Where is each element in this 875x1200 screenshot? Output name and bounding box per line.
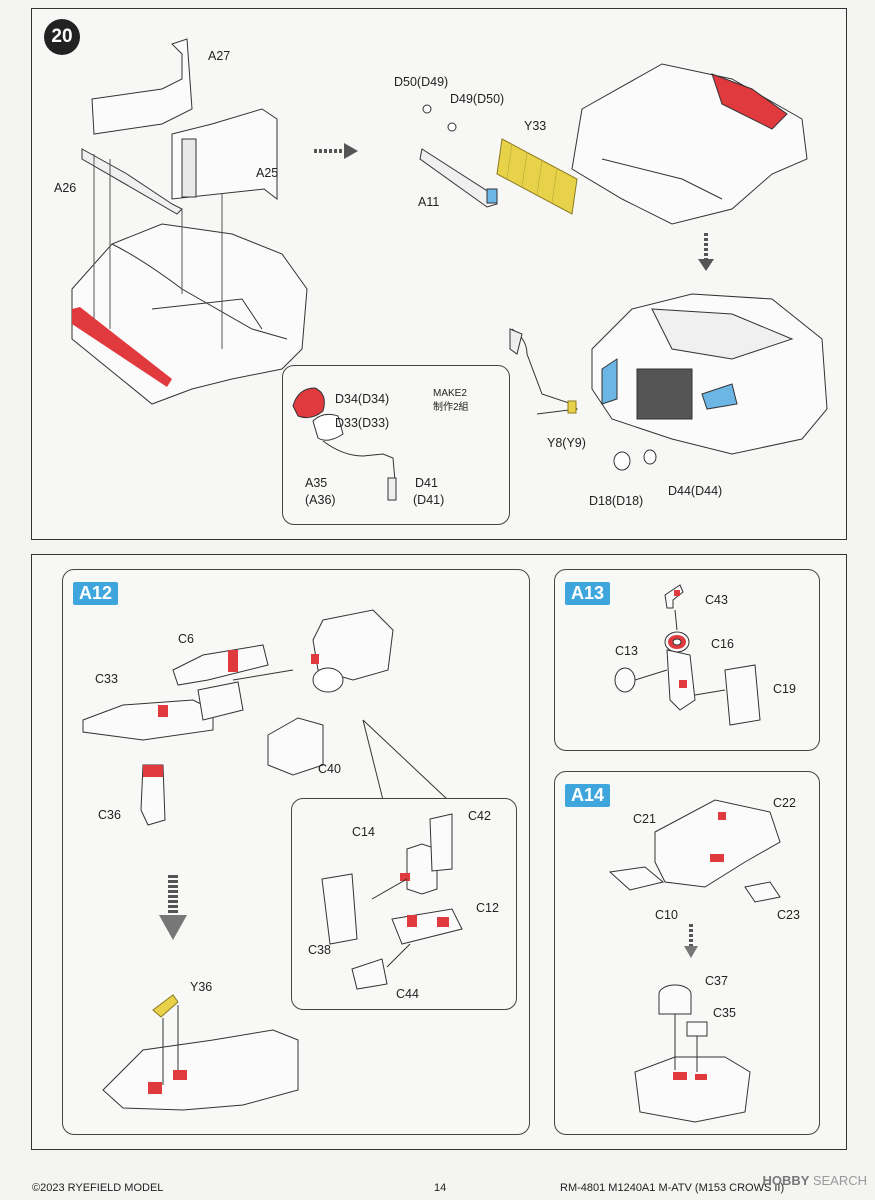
label-a35-2: (A36) [305, 493, 336, 507]
a14-box: A14 [554, 771, 820, 1135]
label-c33: C33 [95, 672, 118, 686]
a12-detail-box: C14 C42 C38 C12 C44 [291, 798, 517, 1010]
label-c13: C13 [615, 644, 638, 658]
label-d41-2: (D41) [413, 493, 445, 507]
label-make2-en: MAKE2 [433, 388, 467, 399]
tag-a13: A13 [565, 582, 611, 605]
label-d41-1: D41 [415, 476, 438, 490]
label-c16: C16 [711, 637, 734, 651]
label-a26: A26 [54, 181, 77, 195]
a13-box: A13 C43 C16 C13 C19 [554, 569, 820, 751]
label-d44: D44(D44) [668, 484, 723, 498]
label-c43: C43 [705, 593, 728, 607]
cab-floor-tub [71, 223, 308, 405]
a12-detail-illustration [321, 813, 463, 990]
part-a11 [419, 148, 498, 208]
step-20-panel: 20 [31, 8, 847, 540]
red-floor-strip [72, 307, 172, 387]
watermark-brand: HOBBY [762, 1173, 810, 1188]
step-number-badge: 20 [44, 19, 80, 55]
a12-illustration [82, 609, 449, 1111]
label-c21: C21 [633, 812, 656, 826]
a12-box: A12 [62, 569, 530, 1135]
cab-frame-upper [571, 63, 808, 225]
label-c14: C14 [352, 825, 375, 839]
label-c40: C40 [318, 762, 341, 776]
step-20-illustration [71, 38, 828, 471]
footer-copyright: ©2023 RYEFIELD MODEL [32, 1182, 164, 1194]
a13-illustration [614, 584, 761, 726]
label-y33: Y33 [524, 119, 547, 133]
label-c42: C42 [468, 809, 491, 823]
label-a35-1: A35 [305, 476, 328, 490]
label-c23: C23 [777, 908, 800, 922]
part-a26 [81, 148, 183, 215]
label-y8: Y8(Y9) [547, 436, 586, 450]
label-d50: D50(D49) [394, 75, 449, 89]
label-d33: D33(D33) [335, 416, 390, 430]
label-c44: C44 [396, 987, 419, 1001]
label-c12: C12 [476, 901, 499, 915]
label-make2-cn: 制作2組 [433, 402, 469, 413]
label-d49: D49(D50) [450, 92, 505, 106]
label-a25: A25 [256, 166, 279, 180]
a14-illustration [608, 799, 781, 1123]
part-a27 [91, 38, 193, 135]
label-c38: C38 [308, 943, 331, 957]
tag-a14: A14 [565, 784, 611, 807]
label-c35: C35 [713, 1006, 736, 1020]
tag-a12: A12 [73, 582, 119, 605]
part-y33-mesh [496, 138, 578, 215]
label-y36: Y36 [190, 980, 213, 994]
label-c19: C19 [773, 682, 796, 696]
label-d18: D18(D18) [589, 494, 644, 508]
label-c37: C37 [705, 974, 728, 988]
watermark-logo: HOBBY SEARCH [762, 1173, 867, 1188]
watermark-suffix: SEARCH [812, 1173, 867, 1188]
label-d34: D34(D34) [335, 392, 390, 406]
make-2-illustration [292, 387, 397, 501]
label-a27: A27 [208, 49, 231, 63]
label-c36: C36 [98, 808, 121, 822]
label-a11: A11 [418, 195, 440, 209]
label-c6: C6 [178, 632, 194, 646]
make-2-inset: MAKE2 制作2組 D34(D34) D33(D33) A35 (A36) D… [282, 365, 510, 525]
label-c10: C10 [655, 908, 678, 922]
label-c22: C22 [773, 796, 796, 810]
footer-product: RM-4801 M1240A1 M-ATV (M153 CROWS II) [560, 1182, 785, 1194]
mirror-arm [511, 328, 579, 415]
footer-page-number: 14 [434, 1182, 447, 1194]
sub-assembly-panel: A12 [31, 554, 847, 1150]
